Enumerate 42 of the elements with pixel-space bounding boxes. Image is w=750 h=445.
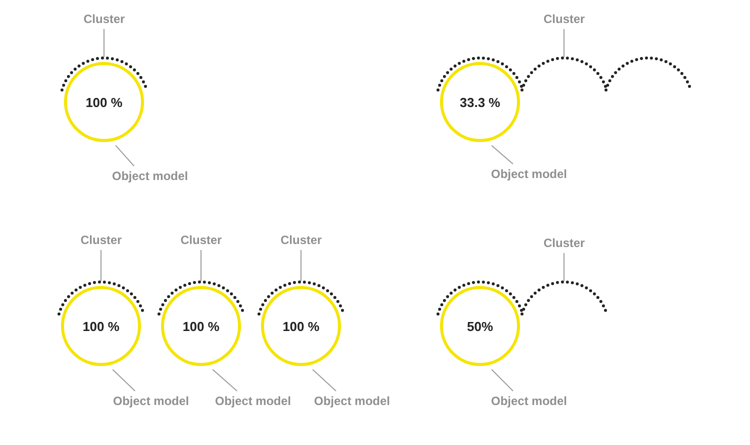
leader-label: Cluster <box>280 233 322 247</box>
leader-label: Object model <box>112 169 188 183</box>
object-circle <box>61 286 141 366</box>
percentage-value: 100 % <box>86 94 122 110</box>
dotted-arc <box>518 279 610 317</box>
leader-line <box>491 144 514 164</box>
leader-line <box>200 250 202 282</box>
dotted-arc <box>602 55 694 93</box>
leader-line <box>212 368 238 392</box>
percentage-value: 50% <box>466 318 494 334</box>
object-circle <box>161 286 241 366</box>
leader-label: Object model <box>491 167 568 181</box>
leader-line <box>312 368 336 392</box>
dotted-arc <box>434 55 526 93</box>
object-circle <box>440 286 520 366</box>
percentage-value: 100 % <box>282 318 320 334</box>
dotted-arc <box>256 279 346 317</box>
leader-label: Cluster <box>84 12 125 26</box>
percentage-value: 100 % <box>82 318 120 334</box>
object-circle <box>64 62 144 142</box>
leader-line <box>112 368 136 392</box>
leader-label: Cluster <box>544 12 585 26</box>
dotted-arc <box>156 279 246 317</box>
dotted-arc <box>58 55 150 93</box>
leader-line <box>491 368 514 392</box>
leader-line <box>100 250 102 282</box>
leader-label: Object model <box>491 394 568 408</box>
leader-label: Cluster <box>180 233 222 247</box>
leader-label: Cluster <box>544 236 585 250</box>
leader-label: Object model <box>314 394 390 408</box>
object-circle <box>440 62 520 142</box>
percentage-value: 100 % <box>182 318 220 334</box>
percentage-value: 33.3 % <box>460 94 500 110</box>
leader-line <box>115 144 134 166</box>
dotted-arc <box>518 55 610 93</box>
leader-label: Object model <box>113 394 190 408</box>
leader-label: Cluster <box>80 233 122 247</box>
dotted-arc <box>434 279 526 317</box>
dotted-arc <box>56 279 146 317</box>
leader-line <box>300 250 302 282</box>
object-circle <box>261 286 341 366</box>
leader-label: Object model <box>215 394 292 408</box>
